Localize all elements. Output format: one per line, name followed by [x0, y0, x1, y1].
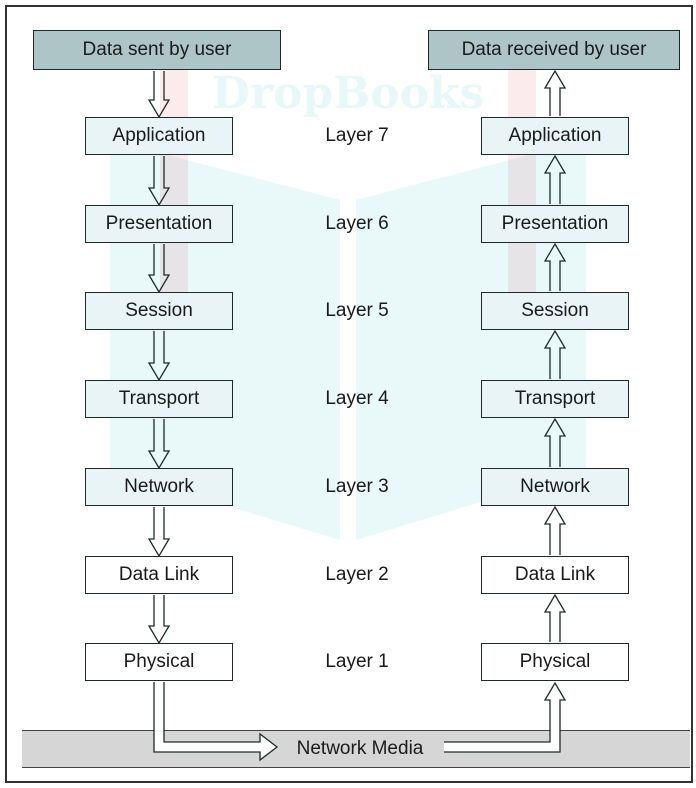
- receiver-layer-network: Network: [481, 468, 629, 506]
- receiver-layer-presentation: Presentation: [481, 205, 629, 243]
- header-received-box: Data received by user: [428, 30, 680, 70]
- up-arrow-presentation-to-application: [543, 154, 567, 204]
- up-arrow-application-to-header: [543, 69, 567, 116]
- media-arrow-incoming: [444, 681, 567, 753]
- media-arrow-outgoing: [153, 682, 279, 762]
- layer-number-3: Layer 3: [325, 476, 389, 497]
- layer-number-5: Layer 5: [325, 300, 389, 321]
- down-arrow-header-to-application: [147, 71, 171, 119]
- layer-number-4: Layer 4: [325, 388, 389, 409]
- up-arrow-physical-to-data-link: [543, 593, 567, 642]
- receiver-layer-session: Session: [481, 292, 629, 330]
- receiver-layer-label: Data Link: [514, 564, 596, 585]
- sender-layer-physical: Physical: [85, 643, 233, 681]
- receiver-layer-label: Presentation: [501, 213, 609, 234]
- receiver-layer-label: Application: [508, 125, 602, 146]
- network-media-band: [22, 730, 690, 768]
- down-arrow-session-to-transport: [147, 331, 171, 382]
- sender-layer-session: Session: [85, 292, 233, 330]
- sender-layer-label: Data Link: [118, 564, 200, 585]
- receiver-layer-application: Application: [481, 117, 629, 155]
- receiver-layer-transport: Transport: [481, 380, 629, 418]
- layer-number-2: Layer 2: [325, 564, 389, 585]
- receiver-layer-data-link: Data Link: [481, 556, 629, 594]
- sender-layer-network: Network: [85, 468, 233, 506]
- receiver-layer-physical: Physical: [481, 643, 629, 681]
- receiver-layer-label: Transport: [514, 388, 596, 409]
- sender-layer-label: Application: [112, 125, 206, 146]
- network-media-label: Network Media: [296, 738, 424, 759]
- sender-layer-label: Session: [125, 300, 193, 321]
- sender-layer-transport: Transport: [85, 380, 233, 418]
- receiver-layer-label: Network: [520, 476, 590, 497]
- sender-layer-label: Physical: [123, 651, 195, 672]
- up-arrow-data-link-to-network: [543, 505, 567, 555]
- receiver-layer-label: Session: [521, 300, 589, 321]
- down-arrow-application-to-presentation: [147, 156, 171, 207]
- up-arrow-session-to-presentation: [543, 242, 567, 291]
- header-sent-box: Data sent by user: [33, 30, 281, 70]
- sender-layer-data-link: Data Link: [85, 556, 233, 594]
- down-arrow-data-link-to-physical: [147, 595, 171, 645]
- header-received-label: Data received by user: [461, 39, 647, 60]
- down-arrow-transport-to-network: [147, 419, 171, 470]
- layer-number-6: Layer 6: [325, 213, 389, 234]
- down-arrow-network-to-data-link: [147, 507, 171, 558]
- up-arrow-transport-to-session: [543, 329, 567, 379]
- sender-layer-label: Transport: [118, 388, 200, 409]
- sender-layer-label: Network: [124, 476, 194, 497]
- sender-layer-label: Presentation: [105, 213, 213, 234]
- header-sent-label: Data sent by user: [82, 39, 232, 60]
- layer-number-1: Layer 1: [325, 651, 389, 672]
- sender-layer-application: Application: [85, 117, 233, 155]
- up-arrow-network-to-transport: [543, 417, 567, 467]
- layer-number-7: Layer 7: [325, 125, 389, 146]
- down-arrow-presentation-to-session: [147, 244, 171, 294]
- receiver-layer-label: Physical: [519, 651, 591, 672]
